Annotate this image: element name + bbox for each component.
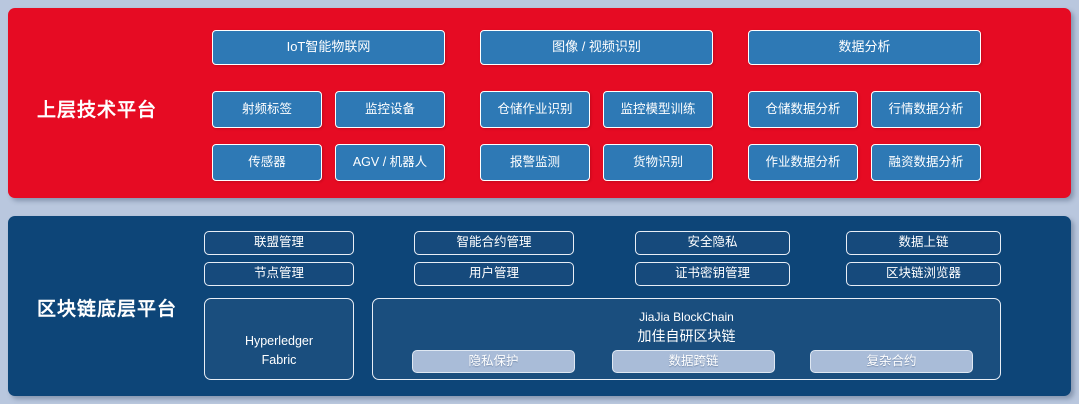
tech-item-rfid-tag[interactable]: 射频标签 [212,91,322,128]
chain-module-security-privacy[interactable]: 安全隐私 [635,231,790,255]
hyperledger-line1: Hyperledger [244,334,314,348]
tech-item-monitoring-model-training[interactable]: 监控模型训练 [603,91,713,128]
capability-complex-contract[interactable]: 复杂合约 [810,350,973,373]
capability-privacy-protection[interactable]: 隐私保护 [412,350,575,373]
tech-group-header-image-video[interactable]: 图像 / 视频识别 [480,30,713,65]
engine-panel-hyperledger-fabric[interactable]: Hyperledger Fabric [204,298,354,380]
engine-panel-jiajia-blockchain[interactable]: JiaJia BlockChain 加佳自研区块链 隐私保护 数据跨链 复杂合约 [372,298,1001,380]
top-technology-layer: 上层技术平台 IoT智能物联网 射频标签 监控设备 传感器 AGV / 机器人 … [8,8,1071,198]
chain-module-smart-contract-management[interactable]: 智能合约管理 [414,231,574,255]
tech-item-warehouse-operation-recognition[interactable]: 仓储作业识别 [480,91,590,128]
tech-item-operation-data-analysis[interactable]: 作业数据分析 [748,144,858,181]
tech-item-warehouse-data-analysis[interactable]: 仓储数据分析 [748,91,858,128]
chain-module-alliance-management[interactable]: 联盟管理 [204,231,354,255]
chain-module-user-management[interactable]: 用户管理 [414,262,574,286]
jiajia-blockchain-name-cn: 加佳自研区块链 [637,328,736,344]
chain-module-blockchain-explorer[interactable]: 区块链浏览器 [846,262,1001,286]
tech-item-financing-data-analysis[interactable]: 融资数据分析 [871,144,981,181]
capability-data-cross-chain[interactable]: 数据跨链 [612,350,775,373]
bottom-layer-title: 区块链底层平台 [37,299,178,320]
chain-module-certificate-key-management[interactable]: 证书密钥管理 [635,262,790,286]
top-layer-title: 上层技术平台 [37,100,158,121]
tech-item-agv-robot[interactable]: AGV / 机器人 [335,144,445,181]
tech-item-market-data-analysis[interactable]: 行情数据分析 [871,91,981,128]
chain-module-data-on-chain[interactable]: 数据上链 [846,231,1001,255]
tech-item-alarm-monitoring[interactable]: 报警监测 [480,144,590,181]
bottom-blockchain-layer: 区块链底层平台 联盟管理 节点管理 智能合约管理 用户管理 安全隐私 证书密钥管… [8,216,1071,396]
hyperledger-fabric-label: Hyperledger Fabric [205,332,353,370]
tech-group-header-iot[interactable]: IoT智能物联网 [212,30,445,65]
tech-item-sensor[interactable]: 传感器 [212,144,322,181]
jiajia-blockchain-name-en: JiaJia BlockChain [639,310,734,324]
tech-item-monitoring-device[interactable]: 监控设备 [335,91,445,128]
hyperledger-line2: Fabric [261,352,297,367]
tech-group-header-data-analysis[interactable]: 数据分析 [748,30,981,65]
chain-module-node-management[interactable]: 节点管理 [204,262,354,286]
tech-item-goods-recognition[interactable]: 货物识别 [603,144,713,181]
